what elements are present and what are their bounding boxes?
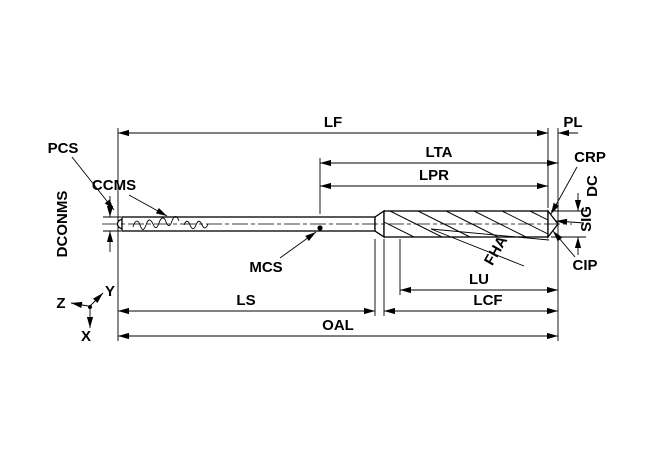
label-lu: LU [469, 271, 489, 288]
label-mcs: MCS [249, 259, 282, 276]
leader-cip [552, 230, 576, 258]
label-sig: SIG [578, 206, 595, 232]
label-axis-z: Z [56, 295, 65, 312]
label-lf: LF [324, 114, 342, 131]
mcs-reference-point [317, 225, 323, 231]
label-fha: FHA [481, 233, 511, 268]
leader-ccms [128, 194, 168, 217]
label-axis-y: Y [105, 283, 115, 300]
label-pl: PL [563, 114, 582, 131]
label-dc: DC [584, 175, 601, 197]
label-lpr: LPR [419, 167, 449, 184]
label-oal: OAL [322, 317, 354, 334]
leader-mcs [279, 231, 317, 259]
label-ccms: CCMS [92, 177, 136, 194]
label-axis-x: X [81, 328, 91, 345]
coordinate-triad: Z Y X [56, 283, 115, 345]
leader-lines [71, 156, 585, 267]
z-axis-arrow-icon [70, 301, 89, 308]
y-axis-arrow-icon [89, 292, 104, 307]
leader-crp [550, 166, 578, 215]
triad-origin [88, 305, 92, 309]
label-crp: CRP [574, 149, 606, 166]
extension-lines [103, 128, 586, 341]
dimension-lines [106, 129, 582, 340]
label-dconms: DCONMS [54, 191, 71, 258]
leader-fha-upper [430, 228, 550, 241]
shank-marking-scribble [132, 216, 209, 230]
dimension-labels: LF PL LTA LPR CRP DC SIG CIP PCS CCMS DC… [48, 114, 606, 334]
label-ls: LS [236, 292, 255, 309]
leader-fha-lower [430, 228, 525, 267]
label-lta: LTA [426, 144, 453, 161]
label-cip: CIP [572, 257, 597, 274]
label-pcs: PCS [48, 140, 79, 157]
leader-sig [555, 218, 585, 225]
leader-pcs [71, 156, 115, 211]
label-lcf: LCF [473, 292, 502, 309]
